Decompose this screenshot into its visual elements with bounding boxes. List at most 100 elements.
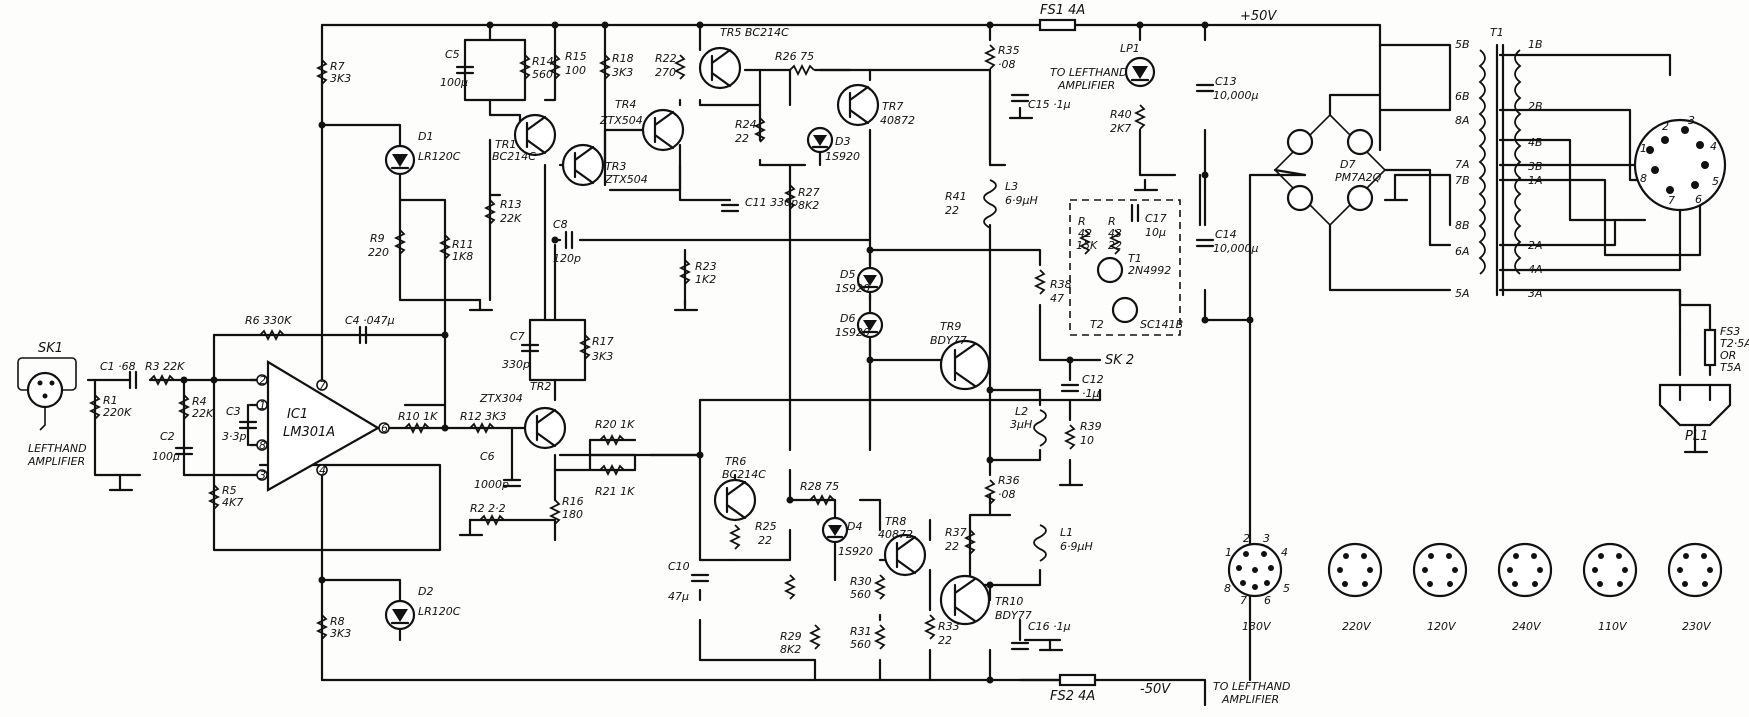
- d2-part: LR120C: [418, 605, 461, 618]
- d3-name: D3: [835, 135, 850, 148]
- tr4-name: TR4: [615, 98, 636, 111]
- r15-value: 100: [565, 64, 586, 77]
- c5-capacitor: [455, 65, 475, 75]
- c8-capacitor: [564, 230, 574, 250]
- voltage-110v: 110V: [1582, 542, 1638, 633]
- ground-symbol: [1008, 106, 1034, 120]
- c16-capacitor: [1010, 641, 1030, 651]
- sel-pin-2: 2: [1662, 120, 1669, 133]
- r28-label: R28 75: [800, 480, 839, 493]
- r16-name: R16: [562, 495, 584, 508]
- fs3-line2: T2·5A: [1720, 337, 1749, 350]
- c8-name: C8: [553, 218, 568, 231]
- r11-value: 1K8: [452, 250, 473, 263]
- pos-rail-label: +50V: [1240, 9, 1277, 24]
- r13-name: R13: [500, 198, 522, 211]
- vs-pin-6: 6: [1264, 594, 1271, 607]
- l1-inductor: [1033, 524, 1047, 562]
- ic1-pin-6: 6: [381, 422, 388, 435]
- d5-diode: [856, 266, 884, 294]
- ground-symbol: [1383, 188, 1409, 202]
- l2-name: L2: [1015, 405, 1028, 418]
- l1-value: 6·9µH: [1060, 540, 1093, 553]
- r31-name: R31: [850, 625, 872, 638]
- tr2-name: TR2: [530, 380, 551, 393]
- capacitors: [128, 65, 1215, 651]
- vs-pin-8: 8: [1224, 582, 1231, 595]
- c15-capacitor: [1010, 93, 1030, 103]
- r5-value: 4K7: [222, 496, 243, 509]
- sec-tap-8a: 8A: [1455, 114, 1470, 127]
- ground-symbol: [108, 473, 134, 492]
- grounds: [108, 106, 1709, 652]
- c3-value: 3·3p: [222, 430, 246, 443]
- fs1-fuse: [1038, 18, 1077, 32]
- tr9-transistor: [939, 339, 991, 391]
- ic1-opamp: IC1 LM301A 2 1 8 3 6 4 7: [256, 360, 390, 492]
- pri-tap-3b: 3B: [1528, 160, 1543, 173]
- sec-tap-6a: 6A: [1455, 245, 1470, 258]
- sel-pin-7: 7: [1668, 194, 1675, 207]
- r8-value: 3K3: [330, 627, 351, 640]
- pri-tap-1b: 1B: [1528, 38, 1543, 51]
- c14-name: C14: [1215, 228, 1237, 241]
- c2-capacitor: [174, 446, 194, 456]
- c13-name: C13: [1215, 75, 1237, 88]
- sk1-note-line1: LEFTHAND: [28, 442, 87, 455]
- r12-label: R12 3K3: [460, 410, 506, 423]
- tr1-part: BC214C: [492, 150, 536, 163]
- d4-diode: [821, 516, 849, 544]
- vs-pin-7: 7: [1240, 594, 1247, 607]
- fs3-line3: OR: [1720, 349, 1736, 362]
- ic1-name: IC1: [287, 407, 308, 422]
- l3-name: L3: [1005, 180, 1018, 193]
- r24-value: 22: [735, 132, 749, 145]
- r40-name: R40: [1110, 108, 1132, 121]
- vs-pin-2: 2: [1243, 532, 1250, 545]
- tr1-transistor: [513, 113, 557, 157]
- lp1-led: [1124, 56, 1156, 88]
- r27-name: R27: [798, 186, 820, 199]
- c11-label: C11 330p: [745, 196, 798, 209]
- tr9-part: BDY77: [930, 334, 967, 347]
- c7-value: 330p: [502, 358, 530, 371]
- vs-130v-label: 130V: [1242, 620, 1272, 633]
- fuses: [1038, 18, 1717, 687]
- d6-part: 1S920: [835, 326, 870, 339]
- l2-inductor: [1033, 409, 1047, 447]
- r38-value: 47: [1050, 292, 1064, 305]
- r42-name: R: [1078, 215, 1086, 228]
- pri-tap-4b: 4B: [1528, 136, 1543, 149]
- selector-socket: [1633, 118, 1727, 212]
- tr3-part: ZTX504: [604, 173, 648, 186]
- r33-value: 22: [938, 634, 952, 647]
- lp1-label: LP1: [1120, 42, 1140, 55]
- tr10-name: TR10: [995, 595, 1023, 608]
- c12-capacitor: [1060, 383, 1080, 393]
- c7-name: C7: [510, 330, 525, 343]
- c6-capacitor: [502, 478, 522, 488]
- d6-name: D6: [840, 312, 855, 325]
- pri-tap-4a: 4A: [1528, 263, 1543, 276]
- r20-label: R20 1K: [595, 418, 635, 431]
- c5-name: C5: [445, 48, 460, 61]
- l3-inductor: [983, 179, 997, 229]
- sk1-note-line2: AMPLIFIER: [27, 455, 85, 468]
- fs3-fuse: [1703, 328, 1717, 367]
- fs3-line1: FS3: [1720, 325, 1740, 338]
- tr5-transistor: [698, 46, 742, 90]
- r36-value: ·08: [998, 488, 1016, 501]
- ic1-pin-1: 1: [259, 399, 266, 412]
- transformer-name: T1: [1490, 26, 1504, 39]
- r31-value: 560: [850, 638, 871, 651]
- r21-label: R21 1K: [595, 485, 635, 498]
- tr1-name: TR1: [495, 138, 516, 151]
- inductors: [983, 179, 1047, 562]
- c1-label: C1 ·68: [100, 360, 136, 373]
- tr7-transistor: [836, 83, 880, 127]
- sk1-label: SK1: [38, 341, 63, 356]
- r17-value: 3K3: [592, 350, 613, 363]
- r7-value: 3K3: [330, 72, 351, 85]
- r2-label: R2 2·2: [470, 502, 506, 515]
